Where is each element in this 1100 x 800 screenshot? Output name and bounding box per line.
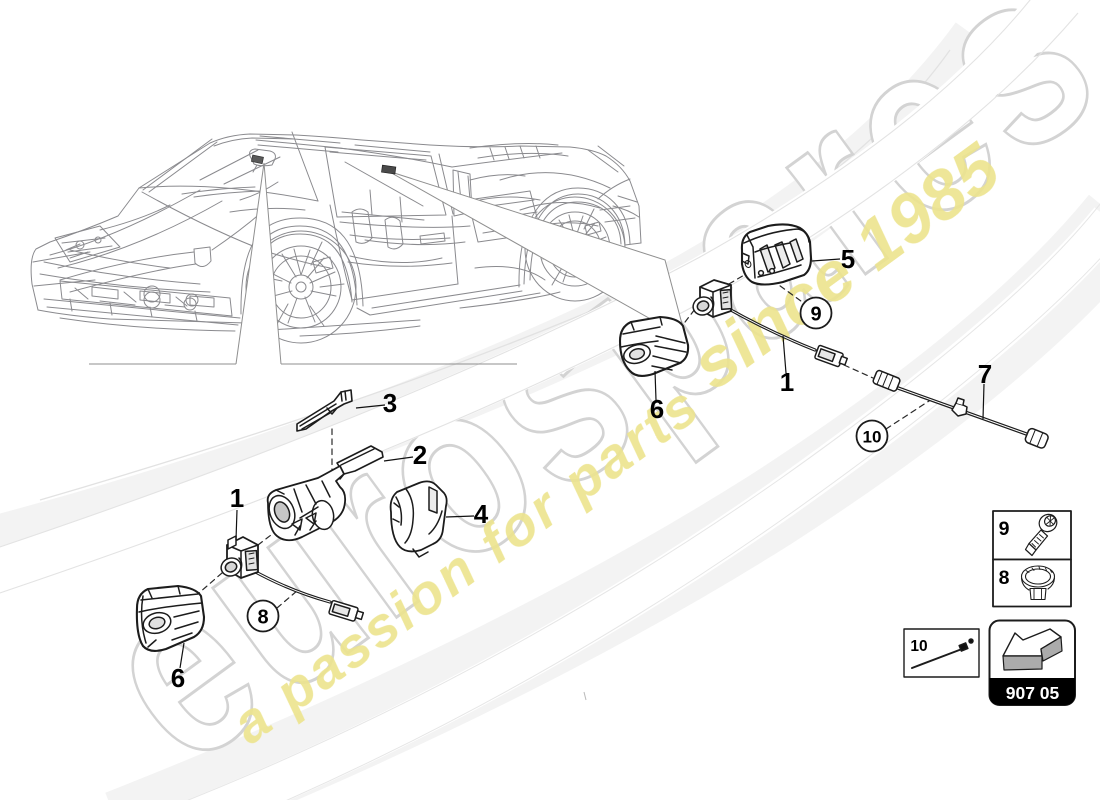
svg-text:8: 8	[999, 567, 1010, 589]
svg-text:10: 10	[910, 638, 927, 655]
svg-text:6: 6	[171, 663, 185, 693]
svg-text:6: 6	[650, 394, 664, 424]
svg-text:4: 4	[474, 499, 489, 529]
svg-text:9: 9	[810, 304, 821, 326]
svg-text:3: 3	[383, 388, 397, 418]
svg-text:907 05: 907 05	[1006, 683, 1060, 703]
svg-text:1: 1	[780, 367, 794, 397]
svg-text:1: 1	[230, 483, 244, 513]
svg-text:10: 10	[863, 428, 882, 447]
svg-text:7: 7	[978, 359, 992, 389]
svg-text:9: 9	[999, 518, 1010, 540]
svg-text:8: 8	[257, 607, 268, 629]
svg-text:2: 2	[413, 440, 427, 470]
svg-text:5: 5	[841, 244, 855, 274]
